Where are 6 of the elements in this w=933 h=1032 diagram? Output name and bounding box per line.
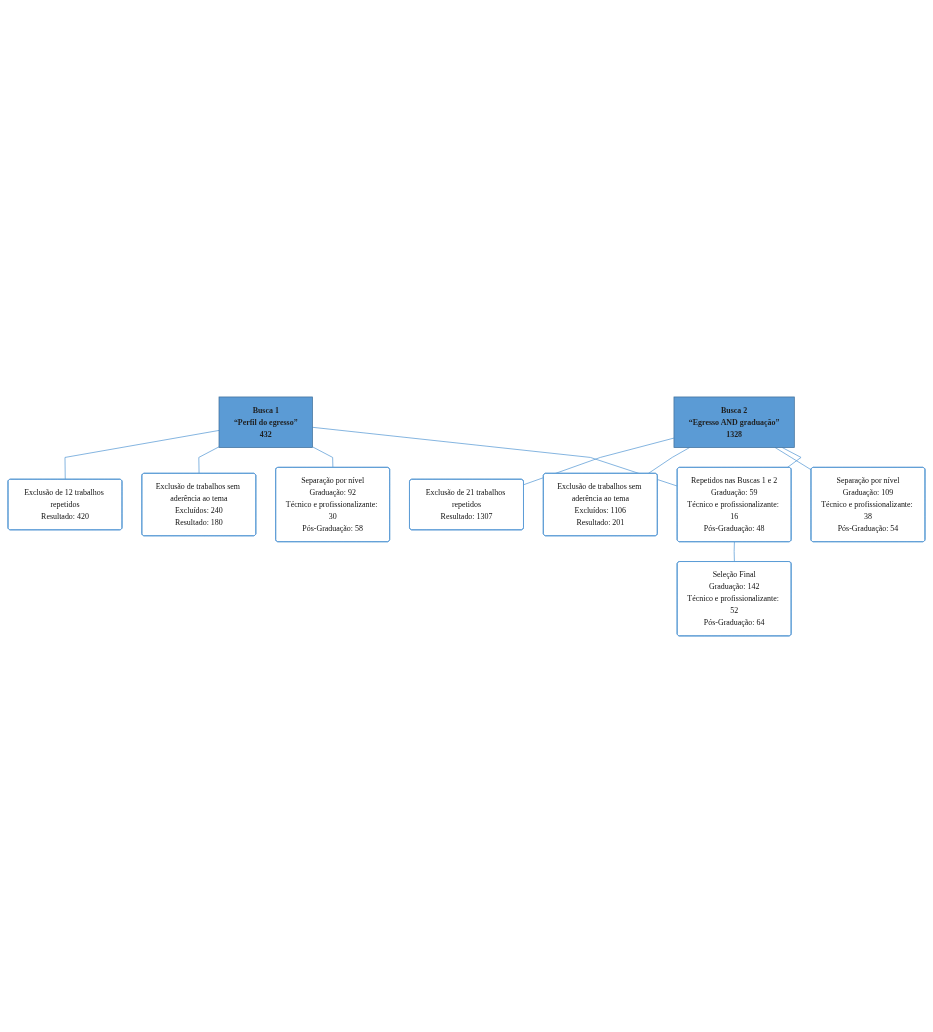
connector (733, 541, 735, 562)
connector (774, 446, 812, 470)
connector (312, 446, 334, 468)
connector (64, 429, 220, 480)
connector (312, 426, 678, 487)
connector (523, 437, 675, 485)
